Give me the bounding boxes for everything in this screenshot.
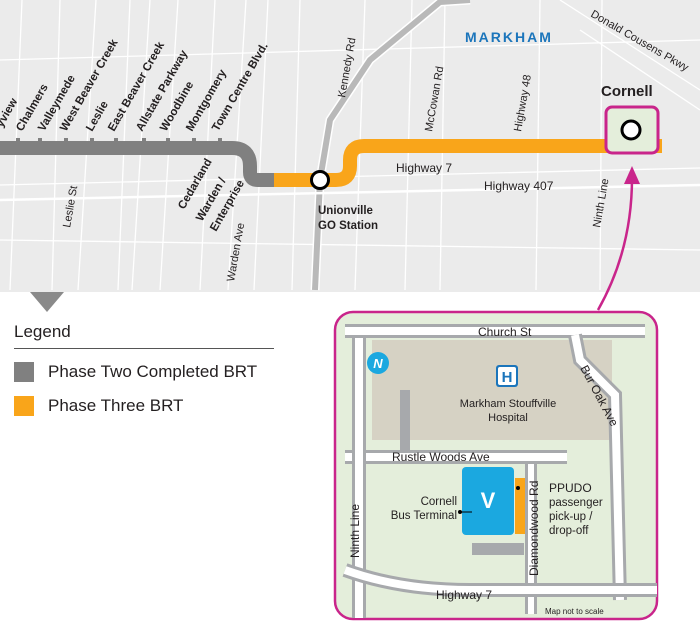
inset-church: Church St: [478, 325, 532, 339]
viva-letter: V: [481, 488, 496, 513]
ppudo-dot: [516, 486, 520, 490]
legend-swatch-phase-three: [14, 396, 34, 416]
map-pointer-icon: [624, 166, 640, 184]
inset-not-to-scale: Map not to scale: [545, 607, 604, 616]
legend-item-phase-two: Phase Two Completed BRT: [14, 361, 274, 383]
inset-roads: [342, 324, 657, 618]
inset-hospital-1: Markham Stouffville: [460, 398, 556, 410]
ppudo-area: [515, 478, 525, 534]
station-circle-icon: [310, 170, 330, 190]
north-letter: N: [373, 356, 383, 371]
inset-terminal-1: Cornell: [421, 496, 457, 508]
stop-ticks: [16, 138, 222, 144]
highway-407: [0, 183, 700, 202]
legend-label-phase-three: Phase Three BRT: [48, 396, 184, 415]
inset-ppudo: PPUDO: [549, 481, 592, 495]
unionville-label-2: GO Station: [318, 220, 378, 232]
legend-item-phase-three: Phase Three BRT: [14, 395, 274, 417]
hospital-letter: H: [502, 369, 513, 386]
kennedy-road: [312, 0, 471, 291]
legend-label-phase-two: Phase Two Completed BRT: [48, 362, 258, 381]
legend-swatch-phase-two: [14, 362, 34, 382]
legend-pointer: [30, 292, 64, 312]
street-highway407: Highway 407: [484, 179, 554, 193]
street-highway7: Highway 7: [396, 161, 452, 175]
city-label: MARKHAM: [465, 29, 553, 45]
legend-title: Legend: [14, 322, 274, 349]
map-pointer-line: [596, 177, 634, 311]
inset-ppudo-3: drop-off: [549, 525, 589, 537]
inset-hospital-2: Hospital: [488, 412, 528, 424]
station-circle-icon: [620, 119, 642, 141]
phase-three-brt-line: [274, 139, 662, 187]
cornell-label: Cornell: [601, 83, 653, 100]
viva-terminal-icon: [462, 467, 514, 535]
unionville-label-1: Unionville: [318, 205, 373, 217]
legend: Legend Phase Two Completed BRT Phase Thr…: [14, 322, 274, 417]
inset-highway7: Highway 7: [436, 588, 492, 602]
inset-ppudo-2: pick-up /: [549, 511, 593, 523]
inset-terminal-2: Bus Terminal: [391, 510, 457, 522]
north-arrow-icon: [367, 352, 389, 374]
inset-rustle-woods: Rustle Woods Ave: [392, 450, 490, 464]
inset-diamondwood: Diamondwood Rd: [527, 481, 541, 576]
phase-two-brt-line: [0, 141, 275, 187]
inset-ninth-line: Ninth Line: [348, 504, 362, 558]
inset-ppudo-1: passenger: [549, 497, 603, 509]
